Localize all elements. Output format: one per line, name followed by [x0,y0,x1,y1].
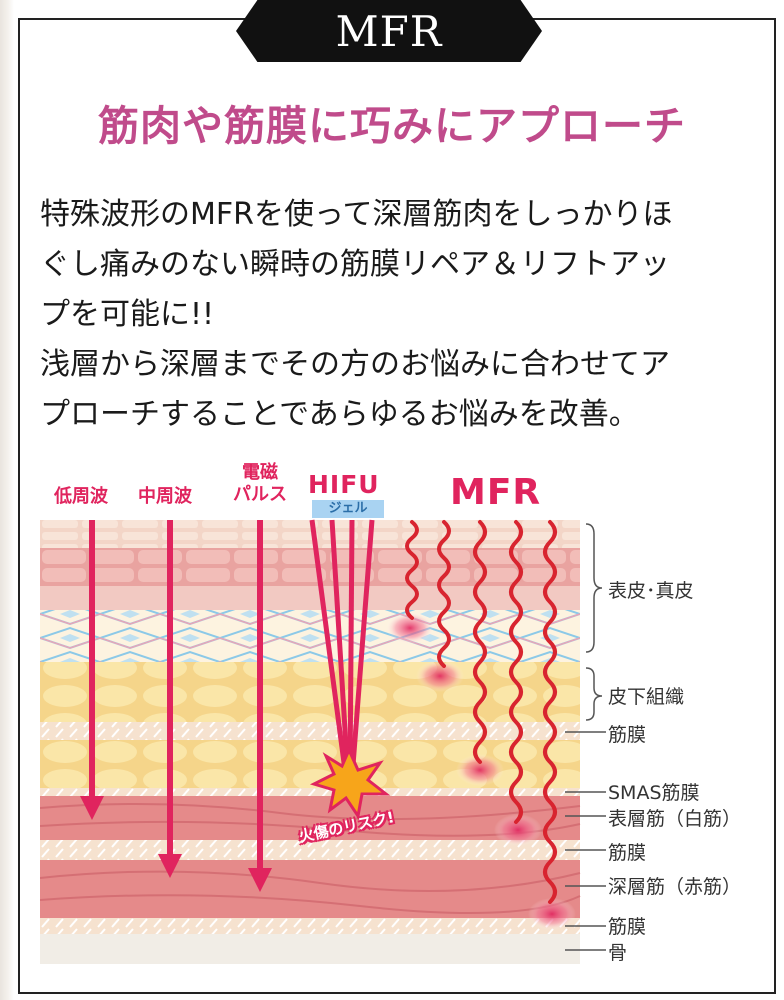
title-badge: MFR [236,0,542,62]
description: 特殊波形のMFRを使って深層筋肉をしっかりほ ぐし痛みのない瞬時の筋膜リペア＆リ… [40,190,760,440]
layer-label-superficial-muscle: 表層筋（白筋） [608,808,742,830]
description-line: ぐし痛みのない瞬時の筋膜リペア＆リフトアッ [40,247,670,282]
layer-label-epidermis-dermis: 表皮･真皮 [608,580,694,602]
layer-label-fascia: 筋膜 [608,842,647,864]
layer-label-smas: SMAS筋膜 [608,782,700,804]
em-pulse-label: 電磁 パルス [230,462,290,506]
burn-burst-icon [309,746,391,820]
headline: 筋肉や筋膜に巧みにアプローチ [98,102,686,150]
layer-label-bone: 骨 [608,942,628,964]
mid-frequency-label: 中周波 [138,486,192,507]
mfr-label: MFR [450,472,542,513]
description-line: 特殊波形のMFRを使って深層筋肉をしっかりほ [40,197,673,232]
layer-label-fascia: 筋膜 [608,916,647,938]
layer-label-fascia: 筋膜 [608,724,647,746]
low-frequency-label: 低周波 [54,486,108,507]
badge-text: MFR [335,6,443,56]
page-edge-decoration [0,0,14,1000]
em-pulse-label-line2: パルス [233,484,287,505]
skin-layer-diagram: 低周波 中周波 電磁 パルス HIFU ジェル MFR 火傷のリスク! 表皮･真… [40,458,775,978]
layer-illustration [40,519,606,964]
layer-label-subcutaneous: 皮下組織 [608,686,685,708]
description-line: 浅層から深層までその方のお悩みに合わせてア [40,347,670,382]
description-line: プローチすることであらゆるお悩みを改善。 [40,397,639,432]
layer-label-deep-muscle: 深層筋（赤筋） [608,876,742,898]
gel-label: ジェル [312,500,384,518]
em-pulse-label-line1: 電磁 [242,462,278,483]
hifu-label: HIFU [308,470,380,499]
description-line: プを可能に!! [40,297,215,332]
